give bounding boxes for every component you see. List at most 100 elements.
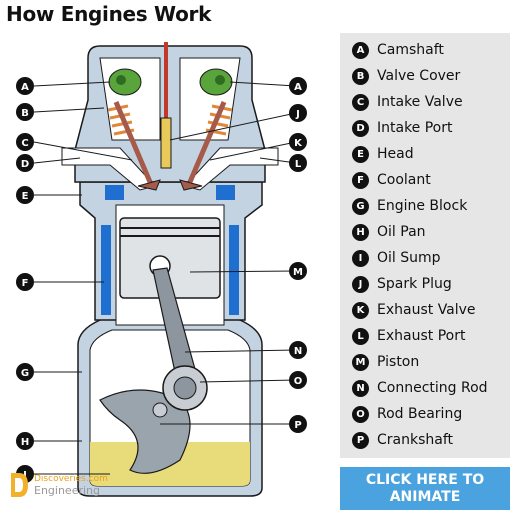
callout-right-P: P [289,415,307,433]
svg-text:N: N [294,346,302,357]
legend-label: Head [377,146,414,162]
callout-right-L: L [289,154,307,172]
callout-right-K: K [289,133,307,151]
svg-text:E: E [22,191,29,202]
legend-item-connecting-rod: N Connecting Rod [352,377,488,399]
spark-plug [160,117,172,169]
legend-badge: D [352,119,369,137]
callout-left-F: F [16,273,34,291]
exhaust-valve-stem [187,101,227,183]
page-title: How Engines Work [6,2,212,26]
intake-valve-stem [113,101,153,183]
camshaft-right-hub [215,75,225,85]
legend-badge: K [352,301,369,319]
animate-button-line2: ANIMATE [389,488,461,505]
legend-badge: N [352,379,369,397]
legend-label: Camshaft [377,42,444,58]
svg-text:A: A [294,82,302,93]
callout-left-G: G [16,363,34,381]
svg-text:P: P [294,420,301,431]
rod-bearing-center [173,376,197,400]
legend-badge: L [352,327,369,345]
coolant-passage-right [229,225,239,315]
legend-label: Rod Bearing [377,406,463,422]
legend-label: Exhaust Valve [377,302,476,318]
legend-item-exhaust-valve: K Exhaust Valve [352,299,476,321]
legend-item-spark-plug: J Spark Plug [352,273,452,295]
legend-item-intake-port: D Intake Port [352,117,453,139]
callout-left-B: B [16,103,34,121]
legend-label: Intake Valve [377,94,463,110]
legend-label: Connecting Rod [377,380,488,396]
legend-label: Valve Cover [377,68,461,84]
coolant-head-right [216,185,235,200]
legend-item-camshaft: A Camshaft [352,39,444,61]
callout-right-M: M [289,262,307,280]
legend-badge: G [352,197,369,215]
svg-text:M: M [293,267,303,278]
legend-badge: P [352,431,369,449]
legend-badge: E [352,145,369,163]
legend-label: Piston [377,354,420,370]
callout-left-H: H [16,432,34,450]
svg-text:F: F [22,278,29,289]
brand-subtitle: Engineering [34,484,100,497]
legend-item-coolant: F Coolant [352,169,431,191]
crank-journal [152,402,168,418]
legend-badge: B [352,67,369,85]
svg-text:J: J [295,109,300,120]
callout-right-N: N [289,341,307,359]
svg-text:H: H [21,437,29,448]
svg-text:D: D [21,159,29,170]
legend-item-crankshaft: P Crankshaft [352,429,453,451]
legend-item-exhaust-port: L Exhaust Port [352,325,465,347]
legend-label: Oil Pan [377,224,426,240]
brand-logo-icon [11,473,28,497]
camshaft-left-hub [116,75,126,85]
exhaust-port-channel [184,147,279,191]
callout-left-A: A [16,77,34,95]
legend-label: Oil Sump [377,250,441,266]
svg-text:B: B [21,108,29,119]
animate-button[interactable]: CLICK HERE TO ANIMATE [340,467,510,510]
svg-text:K: K [294,138,303,149]
legend-item-piston: M Piston [352,351,419,373]
svg-text:O: O [294,376,303,387]
legend-item-intake-valve: C Intake Valve [352,91,463,113]
legend-badge: J [352,275,369,293]
callout-right-A: A [289,77,307,95]
legend-item-valve-cover: B Valve Cover [352,65,460,87]
brand-logo-block: Discoveries.com Engineering [8,470,108,500]
callout-left-C: C [16,133,34,151]
legend-badge: A [352,41,369,59]
callout-left-E: E [16,186,34,204]
legend-label: Intake Port [377,120,453,136]
svg-text:A: A [21,82,29,93]
legend-label: Spark Plug [377,276,452,292]
brand-name: Discoveries.com [34,474,108,484]
legend-label: Coolant [377,172,431,188]
legend-badge: C [352,93,369,111]
callout-lines [33,81,297,475]
coolant-head-left [105,185,124,200]
legend-item-rod-bearing: O Rod Bearing [352,403,462,425]
svg-text:L: L [295,159,302,170]
svg-text:C: C [21,138,28,149]
legend-label: Crankshaft [377,432,454,448]
animate-button-line1: CLICK HERE TO [365,471,485,488]
legend-label: Exhaust Port [377,328,466,344]
intake-port-channel [61,147,156,191]
legend-badge: O [352,405,369,423]
legend-badge: F [352,171,369,189]
legend-item-head: E Head [352,143,414,165]
legend-badge: I [352,249,369,267]
callout-right-J: J [289,104,307,122]
svg-text:G: G [21,368,29,379]
legend-item-oil-sump: I Oil Sump [352,247,441,269]
legend-badge: M [352,353,369,371]
intake-valve-head [137,179,161,191]
exhaust-valve-head [179,179,203,191]
